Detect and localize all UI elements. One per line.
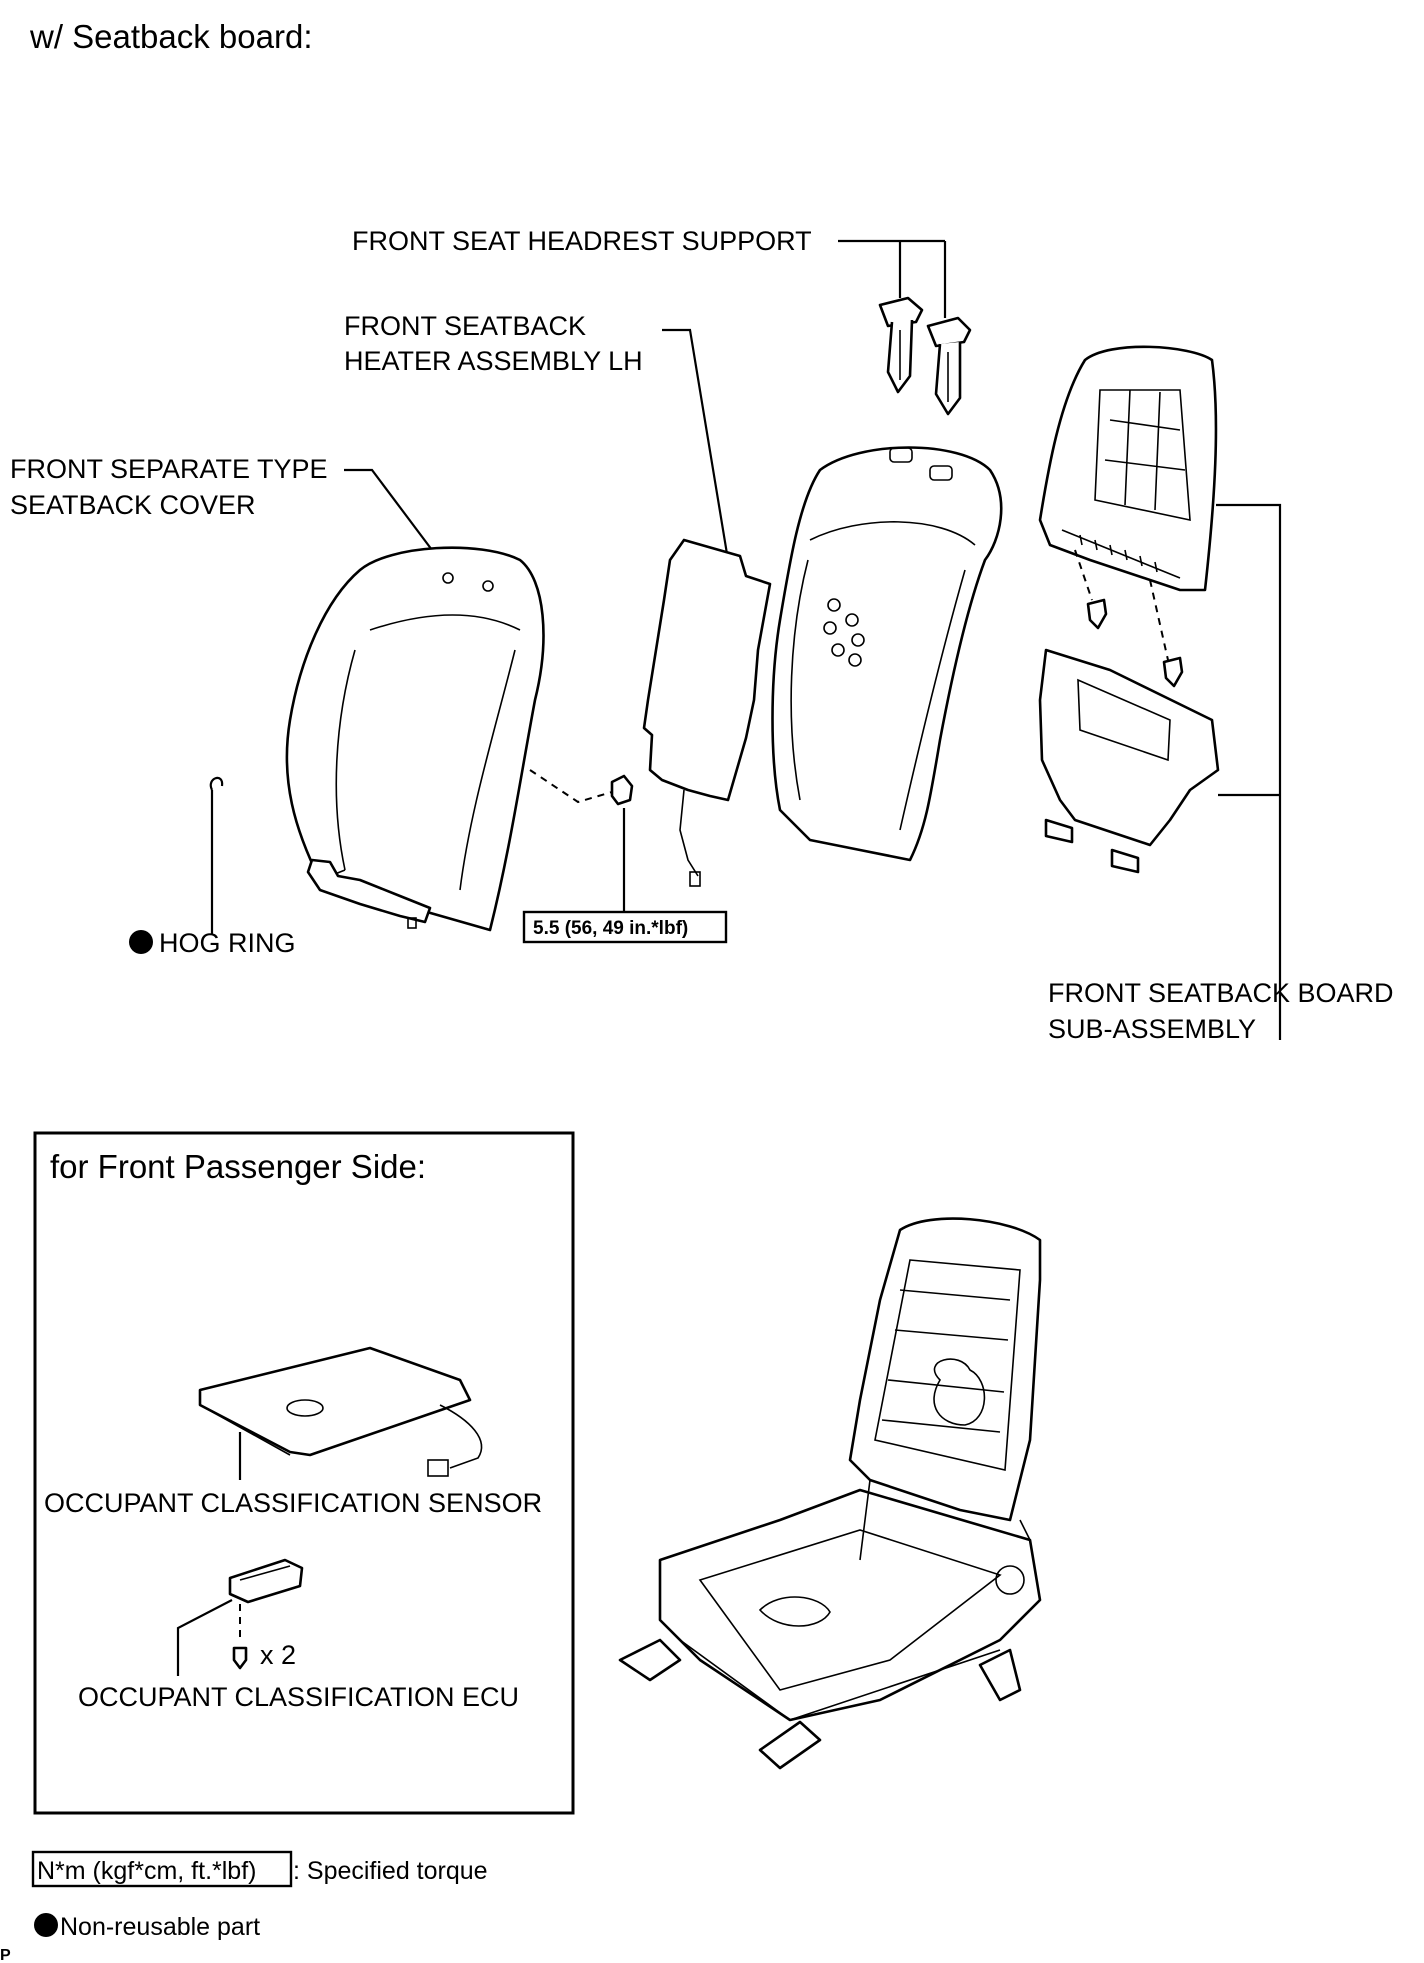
seatback-cover-part bbox=[285, 546, 545, 932]
heater-assembly-part bbox=[642, 538, 772, 887]
ecu-label: OCCUPANT CLASSIFICATION ECU bbox=[78, 1682, 519, 1712]
heater-assembly-label-line1: FRONT SEATBACK bbox=[344, 311, 586, 341]
nonreusable-legend-dot bbox=[34, 1913, 58, 1937]
diagram-code: P bbox=[0, 1947, 11, 1963]
occupant-classification-sensor-part bbox=[198, 1346, 483, 1477]
hog-ring-label: HOG RING bbox=[159, 928, 296, 958]
torque-box bbox=[522, 910, 728, 944]
seatback-cover-label-line1: FRONT SEPARATE TYPE bbox=[10, 454, 328, 484]
torque-legend-unit: N*m (kgf*cm, ft.*lbf) bbox=[37, 1857, 256, 1885]
seatback-board-label-line1: FRONT SEATBACK BOARD bbox=[1048, 978, 1394, 1008]
diagram-title: w/ Seatback board: bbox=[29, 18, 313, 55]
heater-assembly-label-line2: HEATER ASSEMBLY LH bbox=[344, 346, 643, 376]
inset-title: for Front Passenger Side: bbox=[50, 1148, 426, 1185]
seatback-board-upper-part bbox=[1038, 345, 1218, 592]
seatback-board-lower-part bbox=[1038, 648, 1220, 874]
ecu-screw bbox=[232, 1646, 248, 1670]
seatback-board-leader bbox=[1216, 503, 1282, 1040]
torque-value: 5.5 (56, 49 in.*lbf) bbox=[533, 918, 688, 939]
hog-ring-part bbox=[209, 776, 224, 935]
seatback-cover-leader bbox=[344, 468, 433, 551]
ecu-leader bbox=[176, 1599, 233, 1676]
headrest-support-part bbox=[878, 296, 972, 416]
clip-part bbox=[610, 774, 634, 806]
nonreusable-legend-label: Non-reusable part bbox=[60, 1913, 260, 1941]
ecu-qty: x 2 bbox=[260, 1640, 296, 1670]
headrest-support-label: FRONT SEAT HEADREST SUPPORT bbox=[352, 226, 812, 256]
torque-legend-box bbox=[31, 1850, 293, 1888]
heater-assembly-leader bbox=[662, 328, 730, 561]
passenger-side-inset bbox=[33, 1131, 575, 1815]
seatback-pad-part bbox=[771, 446, 1003, 862]
non-reusable-marker bbox=[129, 930, 153, 954]
seat-frame-illustration bbox=[618, 1217, 1042, 1770]
board-clip-part bbox=[1086, 598, 1184, 688]
headrest-support-leader bbox=[838, 239, 947, 318]
clip-dash-line bbox=[529, 769, 613, 804]
sensor-label: OCCUPANT CLASSIFICATION SENSOR bbox=[44, 1488, 542, 1518]
torque-legend-desc: : Specified torque bbox=[293, 1857, 488, 1885]
occupant-classification-ecu-part bbox=[228, 1558, 304, 1604]
seatback-cover-label-line2: SEATBACK COVER bbox=[10, 490, 256, 520]
seatback-board-label-line2: SUB-ASSEMBLY bbox=[1048, 1014, 1256, 1044]
